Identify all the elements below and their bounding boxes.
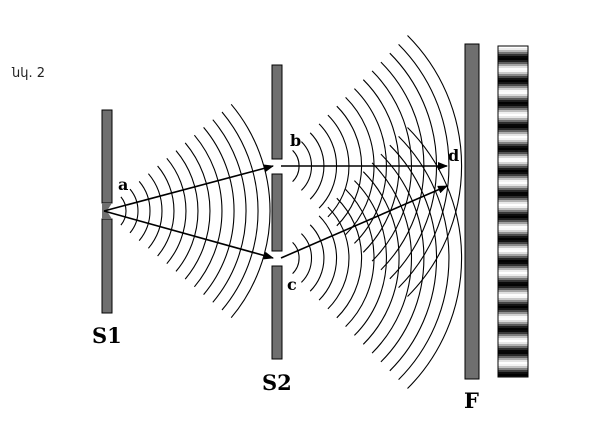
rays: [103, 162, 448, 260]
wavefront-arc: [407, 127, 463, 389]
wavefront-arc: [371, 162, 413, 354]
label-a: a: [118, 175, 128, 194]
barrier-s1: [101, 109, 113, 314]
label-f: F: [464, 388, 479, 413]
figure-caption: նկ. 2: [11, 66, 45, 81]
wavefront-arc: [336, 197, 363, 319]
wavefront-arc: [147, 173, 163, 249]
wavefront-arc: [389, 144, 438, 372]
wavefront-arc: [175, 150, 199, 272]
label-d: d: [448, 146, 459, 165]
label-s2: S2: [262, 370, 292, 395]
label-c: c: [287, 275, 297, 294]
wavefront-arc: [407, 35, 463, 297]
wavefront-arc: [345, 189, 375, 327]
wavefront-arc: [193, 134, 223, 288]
wavefront-arc: [166, 157, 187, 265]
ray-a-to-c: [103, 210, 274, 260]
wavefront-arc: [301, 233, 313, 283]
wavefront-arc: [380, 153, 425, 363]
barrier-s2: [271, 64, 283, 360]
wavefront-arc: [354, 180, 387, 336]
wavefront-arc: [138, 181, 151, 241]
wavefront-arc: [184, 142, 211, 280]
label-s1: S1: [92, 323, 122, 348]
ray-c-to-d: [280, 185, 448, 259]
wavefront-arc: [362, 171, 400, 345]
label-b: b: [290, 131, 301, 150]
ray-a-to-b: [103, 164, 274, 212]
wavefront-arc: [221, 111, 259, 311]
wavefront-arc: [157, 165, 175, 257]
wavefront-arc: [398, 44, 450, 288]
wavefront-arc: [327, 206, 350, 310]
wavefront-arc: [318, 215, 338, 301]
wavefront-arc: [120, 196, 127, 226]
wavefront-arc: [230, 103, 271, 319]
wavefront-arc: [203, 127, 235, 295]
interference-pattern: [497, 45, 529, 378]
wavefront-arc: [292, 242, 300, 274]
screen-f: [464, 43, 480, 380]
wavefronts-from-a: [120, 103, 271, 319]
wavefront-arc: [129, 188, 139, 234]
wavefront-arc: [212, 119, 247, 303]
wavefront-arc: [309, 224, 325, 292]
